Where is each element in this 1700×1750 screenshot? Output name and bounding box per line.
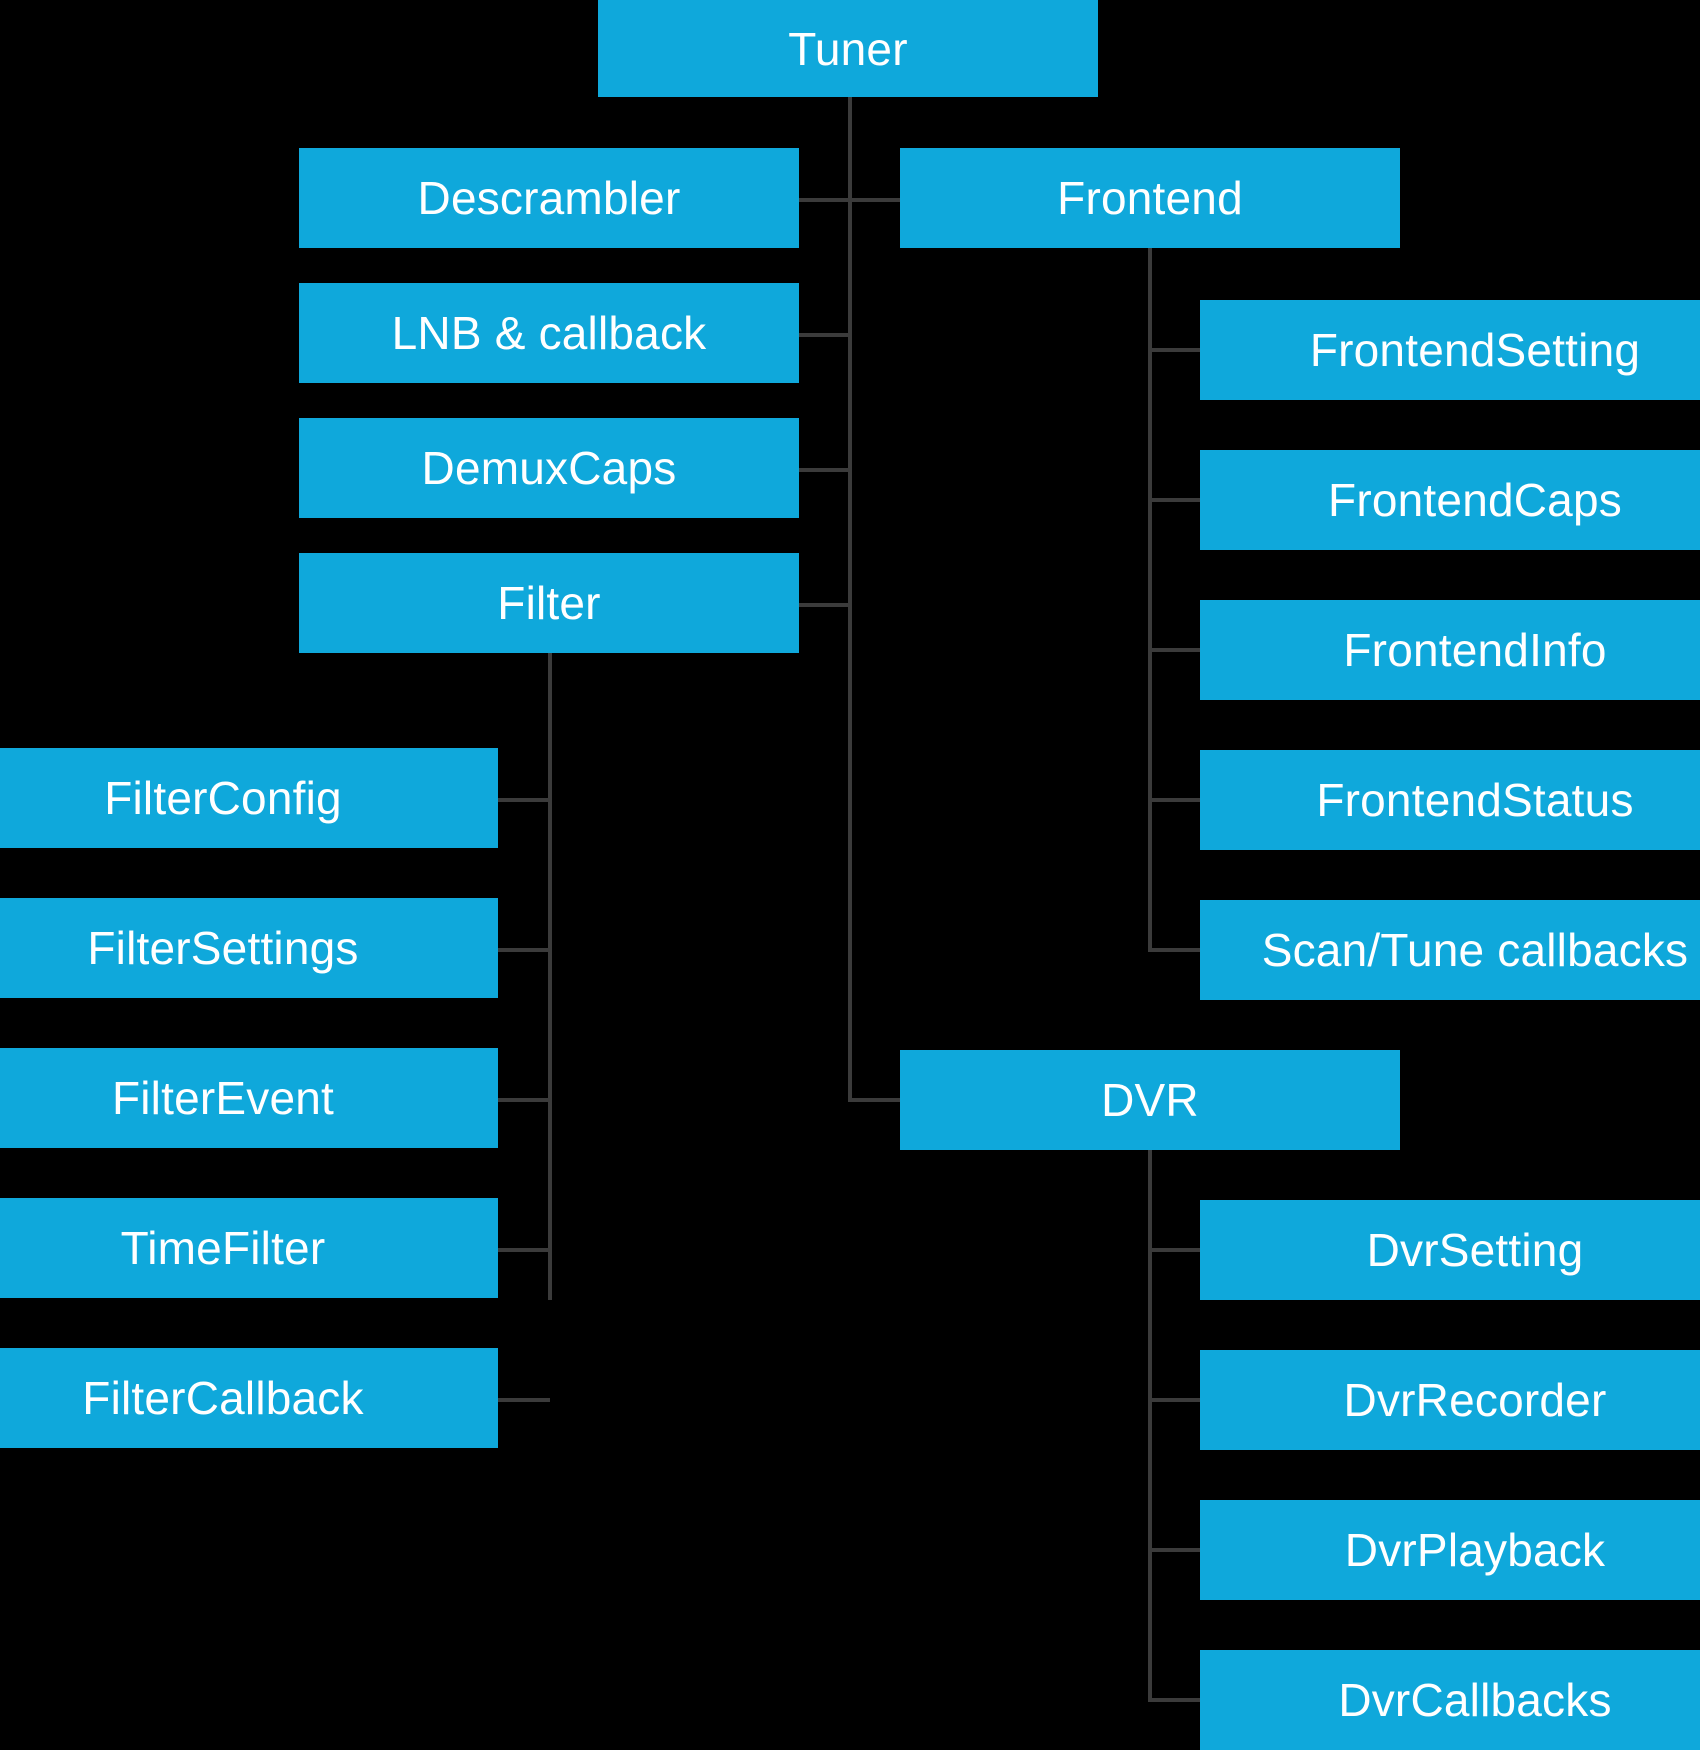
- connector-frontend-frontendstatus: [1148, 798, 1202, 802]
- node-filtersettings[interactable]: FilterSettings: [0, 898, 498, 998]
- node-frontendinfo[interactable]: FrontendInfo: [1200, 600, 1700, 700]
- node-descrambler[interactable]: Descrambler: [299, 148, 799, 248]
- connector-tuner-frontend: [848, 198, 902, 202]
- connector-tuner-trunk: [848, 97, 852, 1100]
- node-timefilter[interactable]: TimeFilter: [0, 1198, 498, 1298]
- node-scan-tune-callbacks[interactable]: Scan/Tune callbacks: [1200, 900, 1700, 1000]
- node-frontendcaps[interactable]: FrontendCaps: [1200, 450, 1700, 550]
- connector-frontend-frontendcaps: [1148, 498, 1202, 502]
- node-frontendsetting[interactable]: FrontendSetting: [1200, 300, 1700, 400]
- connector-tuner-dvr: [848, 1098, 902, 1102]
- connector-frontend-spine: [1148, 228, 1152, 950]
- connector-frontend-frontendsetting: [1148, 348, 1202, 352]
- connector-frontend-frontendinfo: [1148, 648, 1202, 652]
- connector-tuner-descrambler: [797, 198, 850, 202]
- node-filter[interactable]: Filter: [299, 553, 799, 653]
- node-dvrsetting[interactable]: DvrSetting: [1200, 1200, 1700, 1300]
- connector-dvr-dvrcallbacks: [1148, 1698, 1202, 1702]
- connector-tuner-lnb: [797, 333, 850, 337]
- connector-filter-filterevent: [498, 1098, 550, 1102]
- node-dvr[interactable]: DVR: [900, 1050, 1400, 1150]
- node-filterconfig[interactable]: FilterConfig: [0, 748, 498, 848]
- connector-tuner-filter: [797, 603, 850, 607]
- node-dvrplayback[interactable]: DvrPlayback: [1200, 1500, 1700, 1600]
- connector-tuner-demuxcaps: [797, 468, 850, 472]
- connector-dvr-dvrrecorder: [1148, 1398, 1202, 1402]
- node-dvrrecorder[interactable]: DvrRecorder: [1200, 1350, 1700, 1450]
- connector-filter-filterconfig: [498, 798, 550, 802]
- connector-filter-timefilter: [498, 1248, 550, 1252]
- node-dvrcallbacks[interactable]: DvrCallbacks: [1200, 1650, 1700, 1750]
- node-filterevent[interactable]: FilterEvent: [0, 1048, 498, 1148]
- connector-filter-spine: [548, 633, 552, 1300]
- node-tuner[interactable]: Tuner: [598, 0, 1098, 97]
- connector-filter-filtersettings: [498, 948, 550, 952]
- node-filtercallback[interactable]: FilterCallback: [0, 1348, 498, 1448]
- node-frontendstatus[interactable]: FrontendStatus: [1200, 750, 1700, 850]
- connector-dvr-dvrsetting: [1148, 1248, 1202, 1252]
- connector-dvr-dvrplayback: [1148, 1548, 1202, 1552]
- node-lnb-callback[interactable]: LNB & callback: [299, 283, 799, 383]
- connector-frontend-scantune: [1148, 948, 1202, 952]
- node-frontend[interactable]: Frontend: [900, 148, 1400, 248]
- connector-filter-filtercallback: [498, 1398, 550, 1402]
- node-demuxcaps[interactable]: DemuxCaps: [299, 418, 799, 518]
- connector-dvr-spine: [1148, 1150, 1152, 1700]
